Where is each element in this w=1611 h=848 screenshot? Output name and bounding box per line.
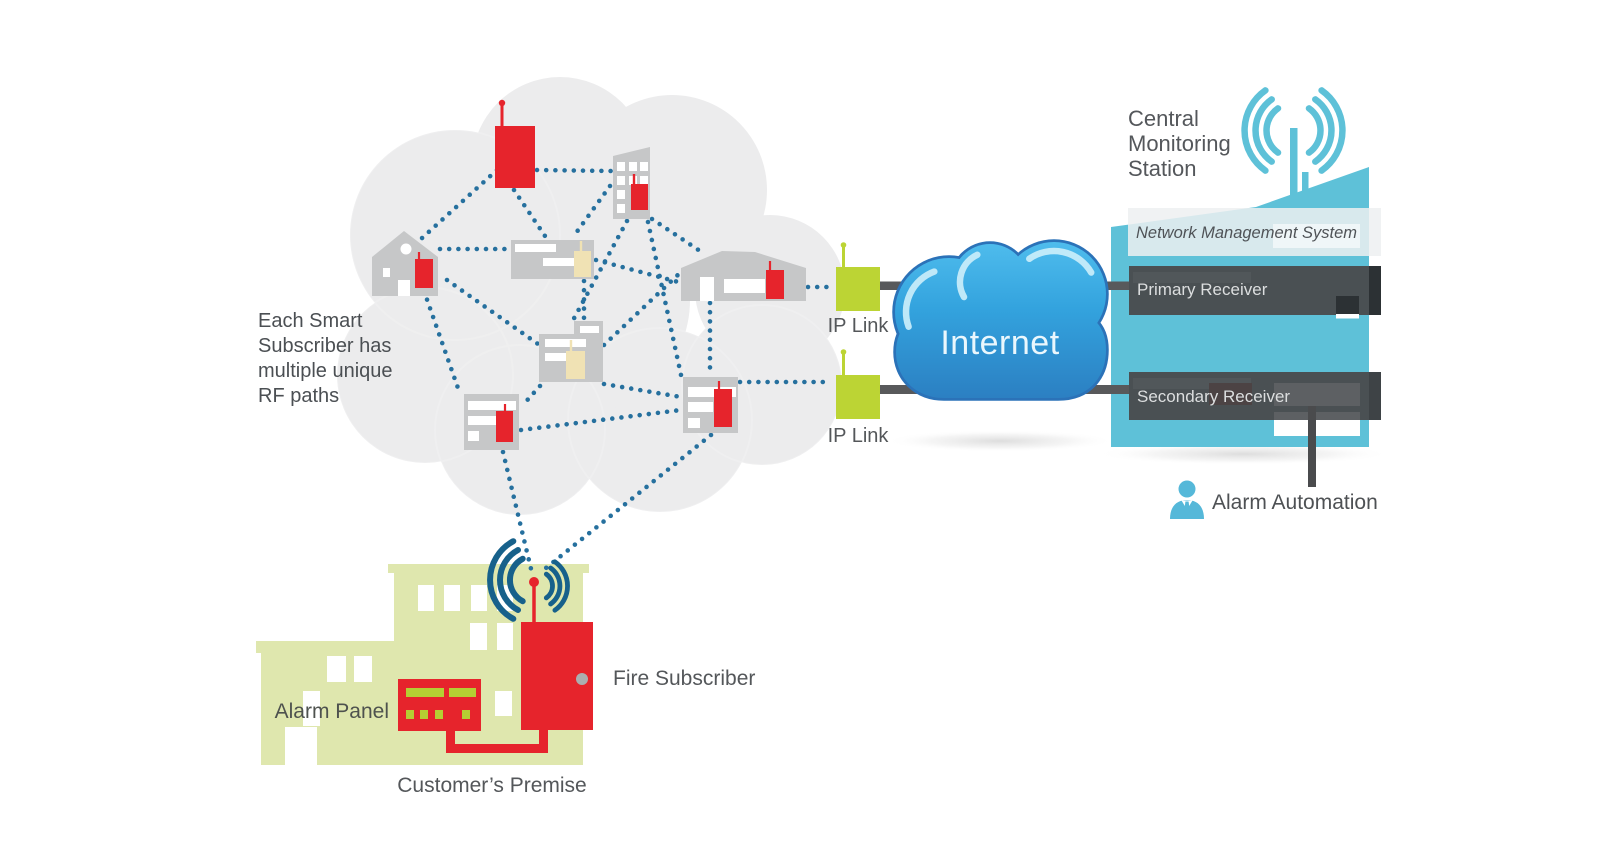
broadcast-antenna-icon: [1241, 87, 1346, 199]
nms-label: Network Management System: [1136, 224, 1358, 242]
node8-subscriber-box: [714, 389, 732, 427]
secondary-receiver-label: Secondary Receiver: [1137, 387, 1291, 406]
wifi-signal-icon: [487, 538, 570, 622]
node6-subscriber-box: [766, 270, 784, 299]
premise-left-cornice: [256, 641, 394, 653]
ip-link-1-box: [836, 267, 880, 311]
ip-link-1-antenna-icon: [840, 242, 847, 248]
mesh-node-office-b: [539, 321, 603, 382]
mesh-node-office-d: [683, 377, 738, 433]
node4-subscriber-box: [574, 251, 591, 277]
alarm-panel: [398, 679, 481, 731]
alarm-wire: [446, 729, 548, 753]
alarm-panel-label: Alarm Panel: [274, 700, 389, 723]
ip-link-1-label: IP Link: [827, 315, 889, 337]
primary-receiver: [1129, 266, 1381, 319]
fire-subscriber: [521, 577, 593, 730]
rf-paths: [418, 167, 836, 576]
secondary-receiver: [1129, 372, 1381, 436]
mesh-node-office-a: [511, 240, 594, 279]
premise-door: [285, 727, 317, 765]
rf-paths-note: Each Smart Subscriber has multiple uniqu…: [258, 310, 393, 407]
ip-link-2-box: [836, 375, 880, 419]
cloud-highlights: [902, 247, 1095, 330]
receiver-slot: [1274, 420, 1360, 436]
door-knob: [576, 673, 588, 685]
node1-subscriber-box: [495, 126, 535, 188]
customers-premise-label: Customer’s Premise: [397, 774, 587, 797]
ip-link-1: [836, 242, 880, 311]
alarm-automation-label: Alarm Automation: [1212, 491, 1378, 514]
automation-connector: [1308, 406, 1316, 487]
primary-receiver-label: Primary Receiver: [1137, 280, 1268, 299]
nms-inner-panel: [1273, 224, 1360, 248]
cms-title: Central Monitoring Station: [1128, 106, 1231, 181]
ground-shadows: [885, 430, 1391, 465]
ip-link-2-antenna-icon: [840, 349, 847, 355]
fire-subscriber-antenna-icon: [529, 577, 539, 587]
internet-label: Internet: [940, 324, 1060, 362]
internet-cloud: [892, 239, 1109, 401]
ip-link-2-label: IP Link: [827, 425, 889, 447]
operator-person-icon: [1170, 480, 1204, 519]
node7-subscriber-box: [496, 411, 513, 442]
node3-subscriber-box: [415, 259, 433, 288]
mesh-node-office-c: [464, 394, 519, 450]
node2-subscriber-box: [631, 184, 648, 210]
mesh-node-house: [372, 231, 438, 296]
ip-link-2: [836, 349, 880, 419]
fire-subscriber-label: Fire Subscriber: [613, 667, 756, 690]
node5-subscriber-box: [566, 351, 585, 379]
mesh-node-transmitter: [495, 99, 535, 188]
mesh-node-tall-building: [613, 147, 650, 219]
node1-antenna-icon: [498, 99, 506, 107]
mesh-node-warehouse: [681, 251, 806, 301]
